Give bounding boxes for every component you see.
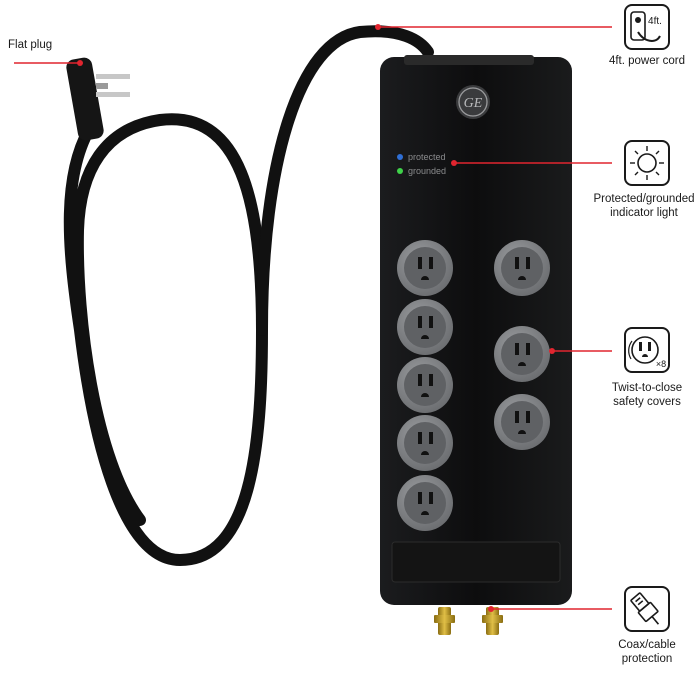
protected-label: protected (408, 152, 446, 162)
safety-cover-icon: ×8 (624, 327, 670, 373)
coax-cable-label: Coax/cable protection (598, 638, 696, 666)
outlet-4 (397, 415, 453, 471)
indicator-light-label: Protected/grounded indicator light (588, 192, 700, 220)
svg-text:×8: ×8 (656, 359, 666, 369)
grounded-label: grounded (408, 166, 446, 176)
coax-cable-label-line1: Coax/cable (618, 639, 676, 651)
flat-plug (66, 57, 130, 141)
power-cord (63, 25, 434, 567)
grounded-indicator-light (397, 168, 403, 174)
safety-cover-label-line1: Twist-to-close (611, 382, 683, 394)
safety-cover-label-line2: safety covers (613, 396, 681, 408)
safety-cover-label: Twist-to-close safety covers (598, 381, 696, 409)
outlet-6 (494, 240, 550, 296)
flat-plug-label: Flat plug (8, 39, 53, 51)
protected-indicator-light (397, 154, 403, 160)
coax-cable-icon (624, 586, 670, 632)
svg-text:4ft.: 4ft. (648, 16, 662, 27)
callout-dots (77, 24, 555, 612)
indicator-light-label-line1: Protected/grounded (593, 193, 695, 205)
power-cord-icon: 4ft. (624, 4, 670, 50)
coax-connectors (434, 607, 503, 635)
callout-lines (14, 26, 612, 610)
indicator-light-label-line2: indicator light (610, 207, 678, 219)
indicator-light-icon (624, 140, 670, 186)
outlet-3 (397, 357, 453, 413)
power-cord-label: 4ft. power cord (608, 55, 686, 67)
ge-logo: GE (456, 85, 490, 119)
outlet-7 (494, 326, 550, 382)
coax-cable-label-line2: protection (621, 653, 673, 665)
outlet-2 (397, 299, 453, 355)
outlets (397, 240, 550, 531)
ge-logo-text: GE (464, 96, 483, 111)
outlet-5 (397, 475, 453, 531)
outlet-8 (494, 394, 550, 450)
outlet-1 (397, 240, 453, 296)
